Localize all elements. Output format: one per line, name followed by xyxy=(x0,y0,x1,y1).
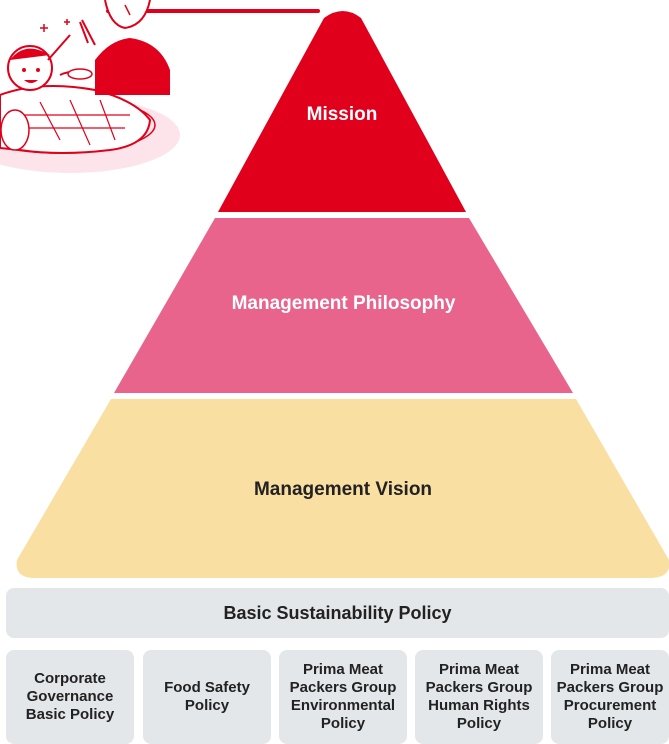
management-philosophy-label: Management Philosophy xyxy=(231,293,456,314)
policy-label: Prima Meat Packers Group Procurement Pol… xyxy=(556,661,664,732)
family-eating-steak-illustration xyxy=(0,0,320,173)
policy-corporate-governance: Corporate Governance Basic Policy xyxy=(6,650,134,744)
philosophy-pyramid xyxy=(16,11,669,578)
pyramid-philosophy-tier xyxy=(114,218,573,393)
policy-procurement: Prima Meat Packers Group Procurement Pol… xyxy=(551,650,669,744)
mission-label: Mission xyxy=(306,104,378,125)
policy-label: Food Safety Policy xyxy=(164,679,250,714)
policy-label: Corporate Governance Basic Policy xyxy=(25,670,115,723)
policy-label: Prima Meat Packers Group Environmental P… xyxy=(289,661,397,732)
policy-food-safety: Food Safety Policy xyxy=(143,650,271,744)
pyramid-mission-tier xyxy=(218,11,466,212)
basic-sustainability-policy-label: Basic Sustainability Policy xyxy=(223,602,452,623)
policy-human-rights: Prima Meat Packers Group Human Rights Po… xyxy=(415,650,543,744)
basic-sustainability-policy: Basic Sustainability Policy xyxy=(6,588,669,638)
pyramid-vision-tier xyxy=(16,399,669,578)
policy-label: Prima Meat Packers Group Human Rights Po… xyxy=(425,661,533,732)
policy-environmental: Prima Meat Packers Group Environmental P… xyxy=(279,650,407,744)
management-vision-label: Management Vision xyxy=(253,479,433,500)
